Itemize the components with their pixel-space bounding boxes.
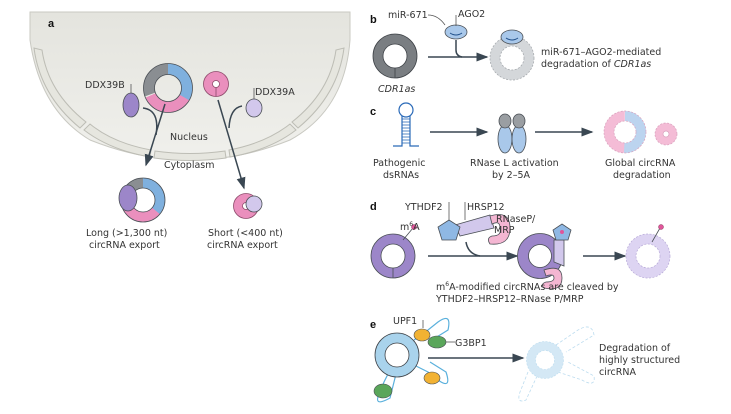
nucleus-label: Nucleus — [170, 132, 208, 143]
panel-e: e UPF1 G3BP1 — [370, 316, 680, 403]
ythdf2-label: YTHDF2 — [404, 202, 443, 213]
panel-b: b CDR1as miR-671 AGO2 miR-671–AGO2-media… — [370, 9, 661, 95]
panel-a: a DDX39B DDX39A Nucleus Cytoplas — [29, 11, 351, 251]
step1-line2: dsRNAs — [383, 170, 419, 181]
rnasep-mrp-crescent — [488, 214, 511, 245]
cytoplasm-label: Cytoplasm — [164, 160, 215, 171]
caption-d-line1: m6A-modified circRNAs are cleaved by — [436, 281, 619, 293]
long-export-line2: circRNA export — [89, 240, 160, 251]
result-b-line1: miR-671–AGO2-mediated — [541, 47, 661, 58]
panel-d-label: d — [370, 201, 377, 213]
g3bp1-label: G3BP1 — [455, 338, 487, 349]
result-b-line2: degradation of CDR1as — [541, 59, 651, 70]
short-export-line1: Short (<400 nt) — [208, 228, 283, 239]
cdr1as-circrna — [372, 33, 418, 79]
mir671-label: miR-671 — [388, 10, 428, 21]
panel-b-label: b — [370, 14, 377, 26]
panel-d: d m6A YTHDF2 HRSP12 RNaseP/ MRP — [370, 201, 671, 305]
panel-e-label: e — [370, 319, 376, 331]
long-export-line1: Long (>1,300 nt) — [86, 228, 167, 239]
ago2-label: AGO2 — [458, 9, 485, 20]
nuclear-envelope — [33, 47, 345, 161]
result-e-line3: circRNA — [599, 367, 636, 378]
upf1-protein — [413, 328, 431, 342]
step1-line1: Pathogenic — [373, 158, 425, 169]
step2-line2: by 2–5A — [492, 170, 531, 181]
panel-c-label: c — [370, 106, 376, 118]
ddx39b-label: DDX39B — [85, 80, 125, 91]
cleavage-complex — [517, 223, 572, 290]
g3bp1-protein — [427, 335, 447, 349]
short-export-arrow — [217, 99, 246, 190]
cdr1as-label: CDR1as — [378, 84, 415, 95]
short-export-line2: circRNA export — [207, 240, 278, 251]
short-circrna-cytoplasm — [233, 193, 263, 219]
degraded-circrnas — [603, 110, 678, 154]
rnase-l-dimer — [497, 113, 527, 154]
dsrna-hairpin-icon — [393, 102, 419, 147]
panel-c: c Pathogenic dsRNAs RNase L activation b… — [370, 102, 678, 181]
m6a-label: m6A — [400, 221, 420, 233]
short-circrna-nucleus — [203, 71, 229, 97]
degraded-cdr1as — [489, 29, 535, 81]
ago2-protein — [444, 24, 468, 40]
step3-line2: degradation — [613, 170, 671, 181]
rnasep-label-2: MRP — [494, 225, 515, 236]
step3-line1: Global circRNA — [605, 158, 676, 169]
degraded-structured-circrna — [518, 326, 595, 402]
structured-circrna — [373, 317, 450, 403]
step2-line1: RNase L activation — [470, 158, 559, 169]
caption-d-line2: YTHDF2–HRSP12–RNase P/MRP — [435, 294, 584, 305]
long-circrna-cytoplasm — [118, 177, 166, 223]
result-e-line2: highly structured — [599, 355, 680, 366]
hrsp12-label: HRSP12 — [467, 202, 505, 213]
ythdf2-pentagon — [437, 219, 461, 241]
degraded-m6a-circrna — [625, 224, 671, 279]
ythdf2-hrsp12-complex — [437, 214, 511, 245]
result-e-line1: Degradation of — [599, 343, 671, 354]
upf1-label: UPF1 — [393, 316, 417, 327]
ddx39a-label: DDX39A — [255, 87, 295, 98]
panel-a-label: a — [48, 18, 55, 30]
ddx39b-protein — [122, 92, 140, 118]
rnasep-label-1: RNaseP/ — [496, 214, 536, 225]
ddx39a-protein — [245, 98, 263, 118]
m6a-circrna — [370, 224, 417, 279]
